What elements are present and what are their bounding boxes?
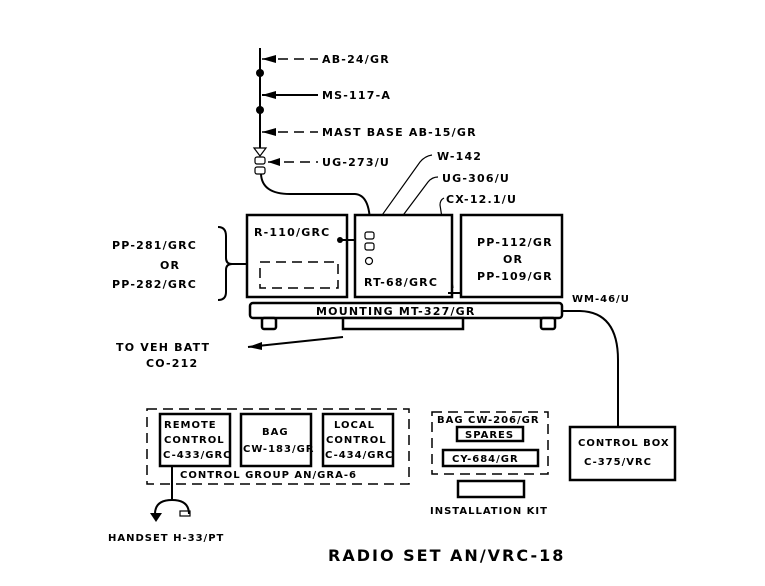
label-wm46: WM-46/U (572, 294, 630, 305)
label-w142: W-142 (437, 150, 482, 163)
cable-wm46 (562, 310, 619, 427)
svg-text:MOUNTING MT-327/GR: MOUNTING MT-327/GR (316, 305, 476, 318)
svg-text:C-434/GRC: C-434/GRC (325, 450, 394, 461)
label-pp281: PP-281/GRC (112, 239, 197, 252)
svg-text:CW-183/GR: CW-183/GR (243, 444, 315, 455)
slot-power-supply (259, 261, 339, 289)
svg-text:PP-112/GR: PP-112/GR (477, 236, 553, 249)
svg-text:OR: OR (503, 253, 523, 266)
mast-base-icon (252, 147, 268, 157)
handset-icon (154, 498, 190, 515)
svg-text:CY-684/GR: CY-684/GR (452, 454, 519, 465)
power-supply-options: PP-281/GRC OR PP-282/GRC (112, 226, 258, 301)
mast-joint-1 (256, 69, 264, 77)
cy684-box (441, 448, 540, 468)
svg-text:HANDSET H-33/PT: HANDSET H-33/PT (108, 533, 224, 544)
svg-text:BAG CW-206/GR: BAG CW-206/GR (437, 415, 540, 426)
svg-text:RT-68/GRC: RT-68/GRC (364, 276, 438, 289)
svg-text:INSTALLATION KIT: INSTALLATION KIT (430, 506, 548, 517)
bag-cw183-box (239, 412, 313, 468)
label-ms117: MS-117-A (322, 89, 391, 102)
label-veh-batt: TO VEH BATT (116, 341, 210, 354)
svg-text:PP-109/GR: PP-109/GR (477, 270, 553, 283)
antenna-leaders (262, 55, 318, 166)
svg-text:SPARES: SPARES (465, 430, 514, 441)
unit-pp112: PP-112/GR OR PP-109/GR (459, 213, 564, 299)
unit-rt68: RT-68/GRC (353, 213, 478, 299)
svg-text:CONTROL BOX: CONTROL BOX (578, 438, 670, 449)
knob-icon (364, 256, 374, 266)
connector-ug273-icon (254, 156, 266, 165)
svg-text:REMOTE: REMOTE (164, 420, 217, 431)
control-group: REMOTE CONTROL C-433/GRC BAG CW-183/GR L… (146, 408, 410, 485)
svg-text:CONTROL: CONTROL (326, 435, 387, 446)
control-box: CONTROL BOX C-375/VRC (568, 425, 677, 482)
connector-w142-icon (364, 231, 375, 240)
svg-text:R-110/GRC: R-110/GRC (254, 226, 330, 239)
local-control-box (321, 412, 395, 468)
mount-foot-center (341, 316, 465, 331)
mounting-mt327: MOUNTING MT-327/GR (248, 301, 564, 331)
label-ug273: UG-273/U (322, 156, 390, 169)
mount-foot-left (260, 316, 278, 331)
svg-text:CONTROL GROUP AN/GRA-6: CONTROL GROUP AN/GRA-6 (180, 470, 357, 481)
connector-ug306-icon (364, 242, 375, 251)
diagram-title: RADIO SET AN/VRC-18 (328, 546, 565, 565)
label-mast-base: MAST BASE AB-15/GR (322, 126, 477, 139)
brace-icon (217, 226, 233, 301)
handset: HANDSET H-33/PT (108, 466, 224, 544)
mount-foot-right (539, 316, 557, 331)
mast-joint-2 (256, 106, 264, 114)
label-co212: CO-212 (146, 357, 198, 370)
svg-text:BAG: BAG (262, 427, 289, 438)
label-or: OR (160, 259, 180, 272)
spares-box (455, 425, 525, 443)
label-pp282: PP-282/GRC (112, 278, 197, 291)
antenna-mast (252, 48, 371, 232)
svg-text:CONTROL: CONTROL (164, 435, 225, 446)
label-cx12: CX-12.1/U (446, 193, 517, 206)
svg-text:C-375/VRC: C-375/VRC (584, 457, 652, 468)
svg-text:C-433/GRC: C-433/GRC (163, 450, 232, 461)
cable-co212 (247, 336, 344, 348)
remote-control-box (158, 412, 232, 468)
label-ug306: UG-306/U (442, 172, 510, 185)
installation-kit-box (456, 479, 526, 499)
label-ab24: AB-24/GR (322, 53, 390, 66)
installation-kit: BAG CW-206/GR SPARES CY-684/GR INSTALLAT… (430, 411, 549, 517)
svg-text:LOCAL: LOCAL (334, 420, 375, 431)
